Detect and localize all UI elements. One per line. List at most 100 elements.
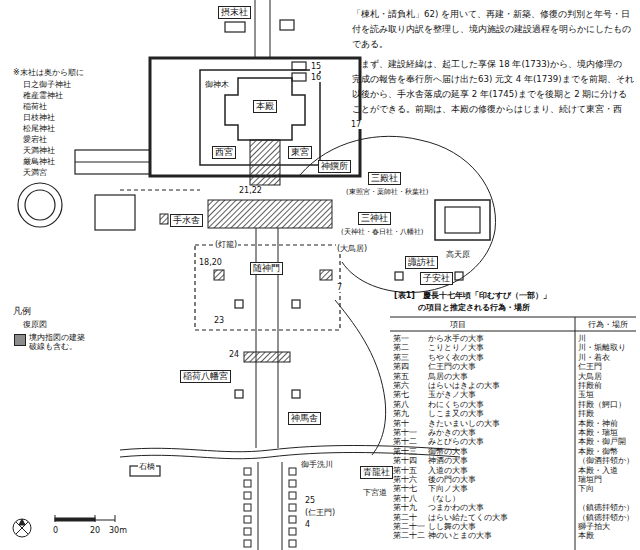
table-cell: つまかわの大事 [428, 503, 484, 512]
stone-lantern [244, 468, 296, 547]
body-text: 「棟札・請負札」62) を用いて、再建・新築、修復の判別と年号・日 [352, 10, 630, 20]
table-cell: （御酒拝領か） [578, 456, 634, 465]
map-label: 御手洗川 [300, 460, 334, 469]
building-name: 東宮 [291, 147, 309, 158]
building-outline [292, 390, 300, 398]
table-cell: 御幣の大事 [428, 447, 468, 456]
building-outline [235, 390, 243, 398]
shrine-building: 随神門 [250, 262, 283, 275]
callout-number: 7 [336, 283, 343, 292]
shrine-building: 東宮 [288, 146, 312, 159]
stone-lantern [244, 540, 251, 547]
table-cell: 第二十一 [393, 522, 425, 531]
building-name: 神馬舎 [291, 413, 318, 424]
table-title: の項目と推定される行為・場所 [418, 303, 530, 312]
table-cell: 川 [578, 334, 586, 343]
map-label: 石橋 [138, 462, 156, 471]
road-line [335, 300, 386, 455]
stone-lantern [244, 528, 251, 535]
building-name: 子安社 [423, 273, 450, 284]
table-cell: 獅子拍大 [578, 522, 610, 531]
table-cell: 川・着衣 [578, 353, 610, 362]
building-outline [225, 78, 305, 140]
road-line [258, 462, 259, 550]
building-outline [395, 272, 403, 280]
body-text: 付を読み取り内訳を整理し、境内施設の建設過程を明らかにしたもの [352, 25, 631, 35]
shrine-list: 日枝神社 [22, 113, 56, 122]
table-cell: 第十三 [393, 447, 417, 456]
building-outline [435, 200, 490, 240]
building-outline [292, 62, 306, 70]
building-outline [75, 150, 150, 174]
scale-label: 20 [89, 526, 101, 535]
building-name: 本殿 [256, 101, 274, 112]
table-cell: 第四 [393, 362, 409, 371]
compass [19, 519, 25, 525]
building-name: 青龍社 [363, 467, 390, 478]
table-cell: 第二 [393, 343, 409, 352]
table-cell: 仁王門の大事 [428, 362, 476, 371]
building-outline [292, 73, 306, 81]
table-cell: 第五 [393, 372, 409, 381]
table-cell: しし舞の大事 [428, 522, 476, 531]
building-name: 神饌所 [321, 161, 348, 172]
callout-number: 23 [213, 316, 225, 325]
shrine-building: 摂末社 [218, 6, 251, 19]
legend-swatch [14, 334, 26, 346]
callout-number: 16 [310, 73, 322, 82]
shrine-building: 西宮 [212, 146, 236, 159]
table-cell: 第十二 [393, 437, 417, 446]
table-cell: 第三 [393, 353, 409, 362]
shrine-list: 天満神社 [22, 146, 56, 155]
table-cell: はらいはきよの大事 [428, 381, 500, 390]
table-cell: 神のいとまの大事 [428, 531, 492, 540]
road-line [120, 190, 200, 191]
building-outline [18, 20, 490, 476]
stone-lantern [289, 540, 296, 547]
table-cell: 第一 [393, 334, 409, 343]
stone-lantern [244, 516, 251, 523]
table-cell: 玉垣 [578, 390, 594, 399]
stone-lantern [244, 480, 251, 487]
scale-bar [95, 515, 96, 522]
table-header: 項目 [450, 320, 466, 329]
stone-lantern [289, 528, 296, 535]
restored-building [160, 140, 332, 362]
table-cell: 瑞垣門 [578, 475, 602, 484]
table-cell: 下向 [578, 484, 594, 493]
building-name: 三神社 [361, 213, 388, 224]
table-cell: 第九 [393, 409, 409, 418]
compass [13, 519, 31, 537]
shrine-list: ※末社は奥から順に [12, 68, 85, 77]
stone-lantern [289, 468, 296, 475]
road-line [270, 0, 271, 58]
shrine-building: 子安社 [420, 272, 453, 285]
table-cell: 拝殿（鰐口） [578, 400, 626, 409]
body-text: まず、建設経緯は、起工した享保 18 年(1733)から、境内修理の [352, 60, 622, 70]
table-cell: 第十 [393, 419, 409, 428]
scale-bar [55, 515, 56, 522]
legend-text: 境内指図の建築 破線も含む。 [29, 333, 89, 351]
table-rule [390, 317, 636, 318]
building-name: 稲荷八幡宮 [183, 371, 228, 382]
stone-lantern [289, 492, 296, 499]
callout-number: 25 [304, 496, 316, 505]
scale-label: 0 [52, 526, 59, 535]
table-cell: 下向ノ大事 [428, 484, 468, 493]
scale-bar [55, 518, 95, 521]
road-line [255, 0, 256, 58]
shrine-building: 三殿社 [368, 172, 401, 185]
restored-building [160, 214, 168, 224]
table-cell: 第十五 [393, 466, 417, 475]
table-cell: 本殿・神前 [578, 419, 618, 428]
shrine-building: 青龍社 [360, 466, 393, 479]
map-label: 高天原 [445, 250, 471, 259]
building-outline [225, 22, 245, 32]
map-label: 下宮道 [362, 488, 388, 497]
table-cell: 第十六 [393, 475, 417, 484]
body-text: 完成の報告を奉行所へ届け出た63) 元文 4 年(1739)までを前期、それ [352, 75, 634, 85]
building-name: 摂末社 [221, 7, 248, 18]
table-cell: （鎮徳拝領か） [578, 513, 634, 522]
body-text: 以後から、手水舎落成の延享 2 年(1745)までを後期と 2 期に分ける [352, 90, 627, 100]
table-cell: 第十七 [393, 484, 417, 493]
